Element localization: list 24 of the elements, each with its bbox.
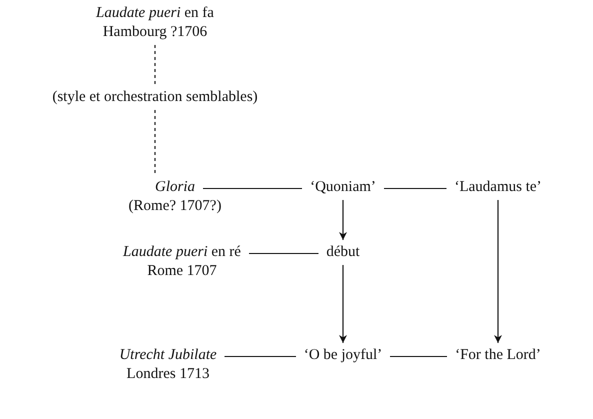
place-date-label: Londres 1713 bbox=[126, 365, 210, 384]
work-label: ‘For the Lord’ bbox=[455, 346, 541, 365]
work-label: Utrecht Jubilate bbox=[119, 346, 217, 365]
work-label: ‘Quoniam’ bbox=[310, 178, 376, 197]
work-label: ‘Laudamus te’ bbox=[454, 178, 542, 197]
dashed-connector bbox=[154, 45, 156, 85]
work-label: Laudate pueri en fa bbox=[96, 4, 214, 23]
connector-line bbox=[390, 356, 447, 358]
place-date-label: (Rome? 1707?) bbox=[128, 197, 222, 216]
connector-line bbox=[203, 188, 302, 190]
work-label: Laudate pueri en ré bbox=[123, 243, 241, 262]
place-date-label: Hambourg ?1706 bbox=[102, 23, 208, 42]
connector-line bbox=[249, 252, 318, 254]
work-label: (style et orchestration semblables) bbox=[52, 88, 258, 107]
dashed-connector bbox=[154, 110, 156, 175]
work-label: Gloria bbox=[155, 178, 195, 197]
arrow bbox=[339, 265, 347, 343]
arrow bbox=[494, 200, 502, 343]
connector-line bbox=[384, 188, 446, 190]
work-label: début bbox=[326, 243, 360, 262]
place-date-label: Rome 1707 bbox=[147, 262, 217, 281]
work-label: ‘O be joyful’ bbox=[304, 346, 382, 365]
arrow bbox=[339, 200, 347, 240]
connector-line bbox=[224, 356, 296, 358]
